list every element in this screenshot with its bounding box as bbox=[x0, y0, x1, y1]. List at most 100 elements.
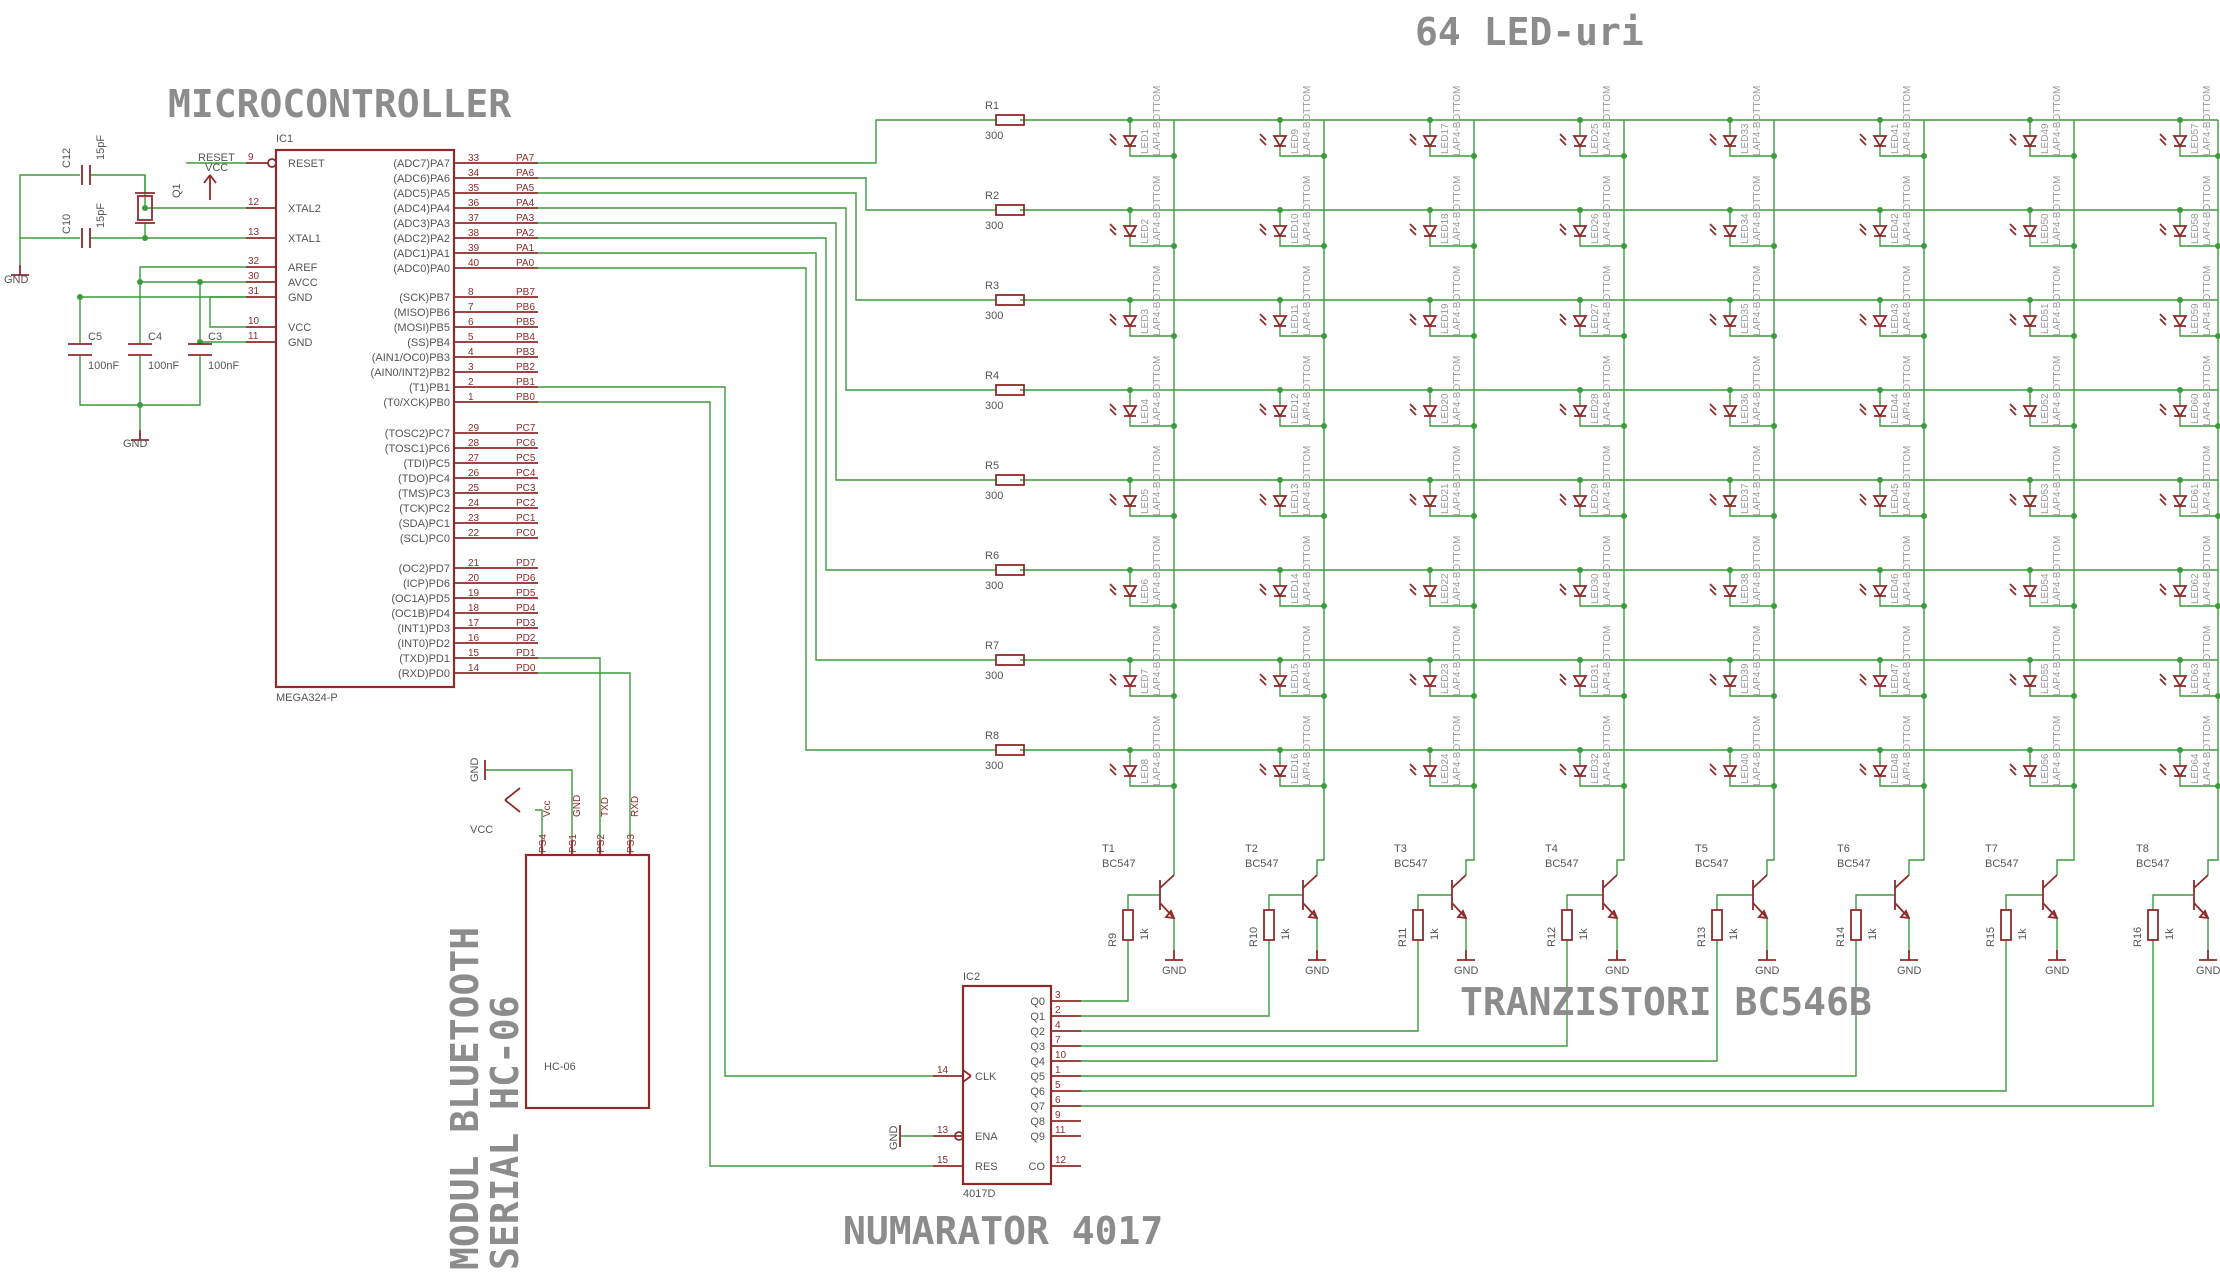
mcu-portc-net: PC3 bbox=[516, 483, 536, 494]
led-cathode-wire bbox=[2179, 686, 2218, 697]
mcu-porta-net: PA6 bbox=[516, 168, 535, 179]
led-28-label: LED28 bbox=[1590, 393, 1601, 424]
led-45-symbol bbox=[1872, 495, 1888, 508]
mcu-porta-net: PA2 bbox=[516, 228, 535, 239]
counter-out-name: Q6 bbox=[1030, 1086, 1045, 1098]
base-wire bbox=[1268, 894, 1303, 910]
led-35-symbol bbox=[1722, 315, 1738, 328]
led-51-label: LED51 bbox=[2040, 303, 2051, 334]
led-cathode-wire bbox=[1129, 146, 1174, 157]
base-resistor-R16 bbox=[2147, 909, 2159, 941]
led-package-label: LAP4-BOTTOM bbox=[2202, 356, 2213, 426]
junction-led-col bbox=[1771, 153, 1777, 159]
aref-avcc bbox=[139, 266, 246, 283]
led-package-label: LAP4-BOTTOM bbox=[1902, 86, 1913, 156]
led-ray bbox=[1709, 133, 1717, 141]
led-22-label: LED22 bbox=[1440, 573, 1451, 604]
mcu-portc-net: PC7 bbox=[516, 423, 536, 434]
led-package-label: LAP4-BOTTOM bbox=[2202, 266, 2213, 336]
led-cathode-wire bbox=[1279, 326, 1324, 337]
mcu-portc-net: PC4 bbox=[516, 468, 536, 479]
gnd-vcc-link bbox=[209, 296, 246, 328]
junction-led-col bbox=[2071, 333, 2077, 339]
led-cathode-wire bbox=[2179, 416, 2218, 427]
mcu-portc-func: (SDA)PC1 bbox=[399, 518, 450, 530]
mcu-portc-func: (TOSC1)PC6 bbox=[385, 443, 450, 455]
led-49-label: LED49 bbox=[2040, 123, 2051, 154]
led-14-symbol bbox=[1272, 585, 1288, 598]
led-package-label: LAP4-BOTTOM bbox=[1452, 86, 1463, 156]
junction-led-col bbox=[1921, 603, 1927, 609]
led-cathode-wire bbox=[1429, 596, 1474, 607]
led-ray bbox=[1859, 408, 1867, 416]
led-package-label: LAP4-BOTTOM bbox=[2052, 266, 2063, 336]
led-ray bbox=[1109, 763, 1117, 771]
led-24-symbol bbox=[1422, 765, 1438, 778]
led-4-symbol bbox=[1122, 405, 1138, 418]
mcu-portc-num: 23 bbox=[468, 513, 480, 524]
led-1-symbol bbox=[1122, 135, 1138, 148]
led-cathode-wire bbox=[1729, 506, 1774, 517]
mcu-portd-func: (OC1A)PD5 bbox=[391, 593, 450, 605]
led-39-label: LED39 bbox=[1740, 663, 1751, 694]
junction-led-row bbox=[1127, 387, 1133, 393]
led-cathode-wire bbox=[1729, 236, 1774, 247]
junction-led-col bbox=[2071, 243, 2077, 249]
base-resistor-R13 bbox=[1711, 909, 1723, 941]
led-ray bbox=[1409, 408, 1417, 416]
led-ray bbox=[1409, 763, 1417, 771]
led-package-label: LAP4-BOTTOM bbox=[1902, 176, 1913, 246]
led-ray bbox=[1259, 408, 1267, 416]
xtal-gnd-wire-top bbox=[19, 174, 80, 238]
led-60-label: LED60 bbox=[2190, 393, 2201, 424]
transistor-collector-wire bbox=[2207, 830, 2219, 875]
transistor-collector bbox=[1894, 874, 1910, 889]
vcc-arrow-r bbox=[209, 174, 217, 184]
base-resistor-R14 bbox=[1850, 909, 1862, 941]
led-ray bbox=[1859, 133, 1867, 141]
led-ray bbox=[1559, 588, 1567, 596]
junction-led-row bbox=[1427, 747, 1433, 753]
led-ray bbox=[1709, 498, 1717, 506]
led-53-label: LED53 bbox=[2040, 483, 2051, 514]
junction-led-row bbox=[1577, 747, 1583, 753]
led-ray bbox=[1709, 223, 1717, 231]
led-ray bbox=[1409, 223, 1417, 231]
c4-value: 100nF bbox=[148, 360, 179, 372]
mcu-portc-func: (TDO)PC4 bbox=[398, 473, 450, 485]
led-ray bbox=[1259, 763, 1267, 771]
led-17-label: LED17 bbox=[1440, 123, 1451, 154]
junction-led-row bbox=[1427, 477, 1433, 483]
transistor-emitter bbox=[1302, 902, 1318, 919]
led-ray bbox=[1109, 403, 1117, 411]
q-to-base-5 bbox=[1081, 940, 1718, 1062]
base-resistor-label-1: R9 bbox=[1107, 933, 1119, 947]
row-resistor-R3 bbox=[995, 294, 1025, 306]
junction-led-col bbox=[1621, 513, 1627, 519]
mcu-ref: IC1 bbox=[276, 133, 293, 145]
led-ray bbox=[1259, 318, 1267, 326]
mcu-porta-num: 40 bbox=[468, 258, 480, 269]
led-ray bbox=[2009, 588, 2017, 596]
led-package-label: LAP4-BOTTOM bbox=[2052, 176, 2063, 246]
base-resistor-value-1: 1k bbox=[1139, 928, 1151, 940]
gnd-label-t6: GND bbox=[1897, 965, 1922, 977]
led-54-label: LED54 bbox=[2040, 573, 2051, 604]
row-resistor-R8 bbox=[995, 744, 1025, 756]
led-7-symbol bbox=[1122, 675, 1138, 688]
crystal-q1-label: Q1 bbox=[171, 183, 183, 198]
gnd-label-caps: GND bbox=[123, 438, 148, 450]
junction-led-col bbox=[2071, 513, 2077, 519]
transistor-label-5: T5 bbox=[1695, 843, 1708, 855]
counter-out-name: Q4 bbox=[1030, 1056, 1045, 1068]
junction-led-col bbox=[1921, 243, 1927, 249]
transistor-arrow bbox=[1757, 909, 1769, 920]
transistor-model-6: BC547 bbox=[1837, 858, 1871, 870]
transistor-collector bbox=[1602, 874, 1618, 889]
bt-pin-pad: PS3 bbox=[626, 834, 637, 853]
transistor-label-1: T1 bbox=[1102, 843, 1115, 855]
row-resistor-value-5: 300 bbox=[985, 490, 1003, 502]
junction-led-col bbox=[1921, 153, 1927, 159]
led-2-label: LED2 bbox=[1140, 219, 1151, 244]
led-ray bbox=[1859, 228, 1867, 236]
